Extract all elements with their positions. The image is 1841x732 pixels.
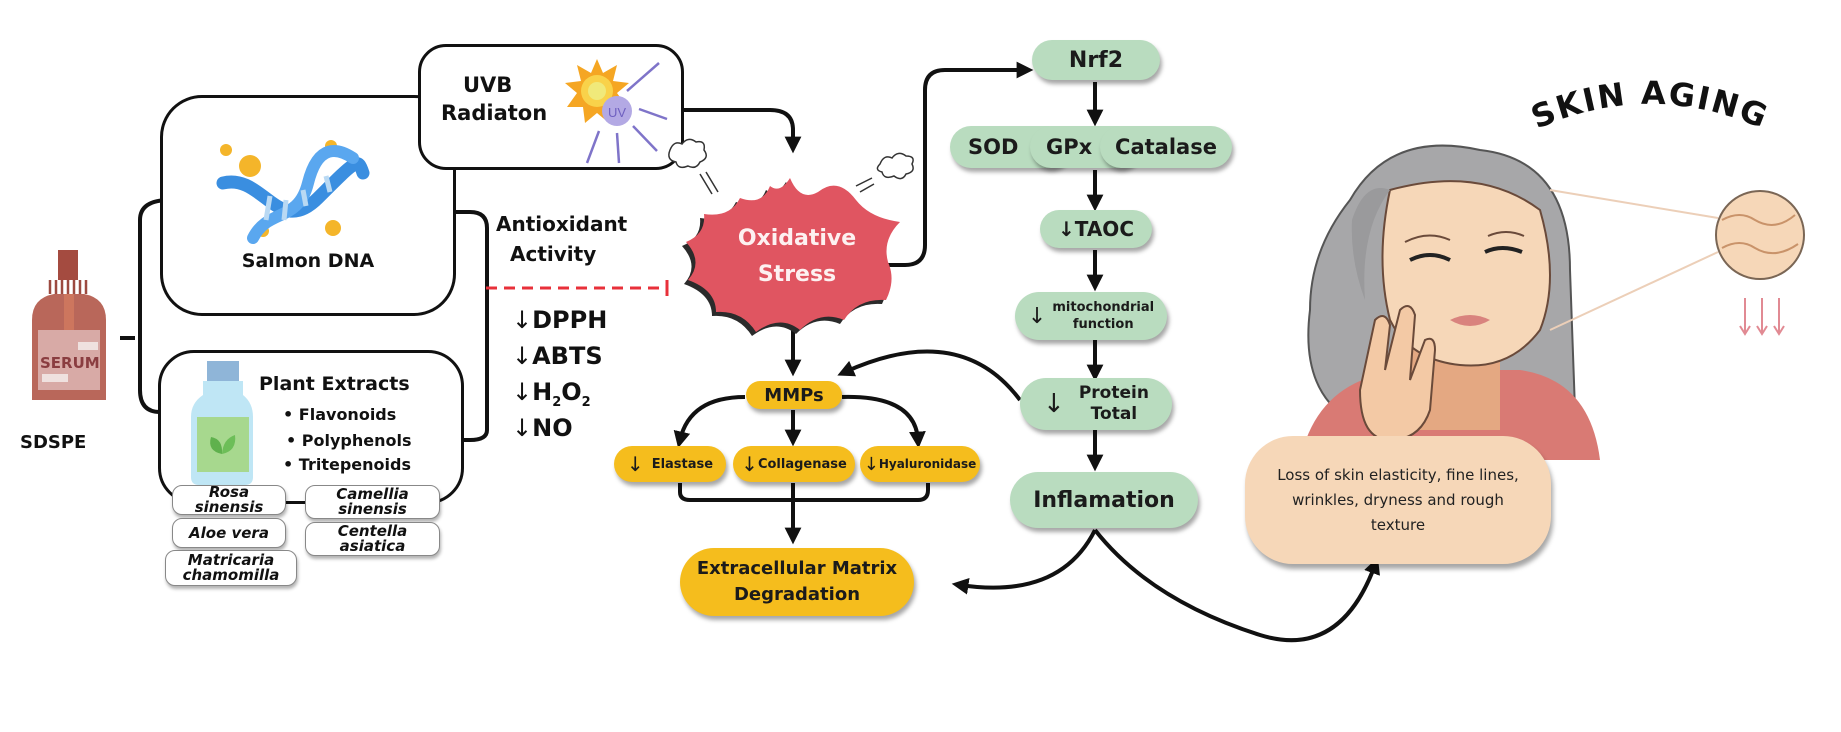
- mmps-to-hyaluronidase-arrow: [841, 394, 926, 449]
- collagenase-node: ↓Collagenase: [733, 446, 855, 482]
- plant-extracts-box: Plant Extracts • Flavonoids • Polyphenol…: [158, 350, 464, 504]
- stress-to-nrf2-arrow: [885, 61, 1034, 267]
- plant-bullet-3: • Tritepenoids: [283, 455, 411, 474]
- smoke-puff-icon: [876, 152, 914, 180]
- ecm-degradation-node: Extracellular Matrix Degradation: [680, 548, 914, 616]
- enzyme-text: Hyaluronidase: [878, 457, 977, 471]
- uvb-label-line1: UVB: [463, 73, 513, 97]
- sdspe-label: SDSPE: [20, 432, 87, 453]
- sagging-arrows-icon: [1739, 298, 1785, 336]
- marker-text: O: [561, 378, 582, 406]
- mmps-node: MMPs: [746, 381, 842, 409]
- oxidative-stress-burst: [668, 138, 914, 336]
- species-camellia-sinensis: Camellia sinensis: [305, 485, 440, 519]
- inflammation-node: Inflamation: [1010, 472, 1198, 528]
- skin-texture-magnifier: [1715, 190, 1805, 280]
- nrf2-node: Nrf2: [1032, 40, 1160, 80]
- skin-aging-description: Loss of skin elasticity, fine lines, wri…: [1277, 465, 1519, 534]
- subscript: 2: [552, 394, 562, 410]
- mmps-to-elastase-arrow: [673, 395, 746, 449]
- salmon-dna-label: Salmon DNA: [241, 250, 375, 272]
- down-arrow-icon: ↓: [512, 414, 533, 442]
- inflammation-to-ecm-arrow: [951, 529, 1097, 595]
- oxidative-stress-line2: Stress: [757, 262, 837, 287]
- protein-line1: Protein: [1078, 383, 1149, 403]
- skin-aging-title-text: SKIN AGING: [1526, 74, 1773, 136]
- motion-lines: [699, 171, 875, 195]
- smoke-puff-icon: [668, 138, 707, 169]
- uvb-arrow: [682, 108, 802, 154]
- marker-text: ABTS: [532, 342, 603, 370]
- bracket-right: [455, 210, 489, 442]
- svg-text:SKIN AGING: SKIN AGING: [1526, 74, 1775, 136]
- skin-aging-title: SKIN AGING: [1526, 74, 1775, 136]
- marker-no: ↓NO: [512, 414, 573, 442]
- subscript: 2: [581, 394, 591, 410]
- marker-text: H: [532, 378, 553, 406]
- marker-abts: ↓ABTS: [512, 342, 603, 370]
- ecm-line2: Degradation: [733, 584, 861, 605]
- down-arrow-icon: ↓: [863, 453, 879, 475]
- mito-text: mitochondrial function: [1052, 299, 1154, 333]
- protein-to-mmps-arrow: [837, 349, 1022, 402]
- plant-bottle-icon: [191, 361, 253, 485]
- dna-icon: [216, 140, 370, 244]
- serum-bottle: SERUM: [14, 240, 124, 400]
- inflammation-to-aging-arrow: [1093, 528, 1380, 643]
- enzyme-text: Collagenase: [757, 456, 847, 472]
- serum-label: SERUM: [40, 354, 100, 372]
- down-arrow-icon: ↓: [1027, 303, 1047, 329]
- plant-bullet-1: • Flavonoids: [283, 405, 397, 424]
- antioxidant-line1: Antioxidant: [496, 212, 628, 236]
- uvb-radiation-box: UVB Radiaton UV: [418, 44, 684, 170]
- ecm-line1: Extracellular Matrix: [696, 558, 898, 579]
- uvb-label-line2: Radiaton: [441, 101, 548, 125]
- sun-uv-icon: UV: [565, 59, 668, 164]
- down-arrow-icon: ↓: [512, 306, 533, 334]
- species-aloe-vera: Aloe vera: [172, 518, 286, 548]
- mito-line1: mitochondrial: [1052, 300, 1155, 315]
- uv-badge: UV: [608, 105, 626, 120]
- taoc-node: ↓TAOC: [1040, 210, 1152, 248]
- down-arrow-icon: ↓: [741, 452, 758, 476]
- bracket-left: [138, 198, 171, 414]
- plant-bullet-2: • Polyphenols: [286, 431, 412, 450]
- species-matricaria-chamomilla: Matricaria chamomilla: [165, 550, 297, 586]
- oxidative-stress-line1: Oxidative: [737, 226, 857, 251]
- species-centella-asiatica: Centella asiatica: [305, 522, 440, 556]
- species-rosa-sinensis: Rosa sinensis: [172, 485, 286, 515]
- down-arrow-icon: ↓: [1043, 389, 1065, 419]
- down-arrow-icon: ↓: [512, 378, 533, 406]
- down-arrow-icon: ↓: [512, 342, 533, 370]
- skin-aging-description-box: Loss of skin elasticity, fine lines, wri…: [1245, 436, 1551, 564]
- marker-text: NO: [532, 414, 573, 442]
- plant-bullet-text: Flavonoids: [298, 405, 397, 424]
- catalase-node: Catalase: [1100, 126, 1232, 168]
- plant-bullet-text: Tritepenoids: [298, 455, 411, 474]
- salmon-dna-box: Salmon DNA: [160, 95, 456, 316]
- protein-line2: Total: [1090, 404, 1138, 424]
- plant-extracts-title: Plant Extracts: [259, 373, 410, 395]
- hyaluronidase-node: ↓Hyaluronidase: [860, 446, 980, 482]
- aging-woman-illustration: [1300, 144, 1805, 460]
- plant-bullet-text: Polyphenols: [301, 431, 412, 450]
- marker-text: DPPH: [532, 306, 608, 334]
- mito-function-node: ↓ mitochondrial function: [1015, 292, 1167, 340]
- marker-dpph: ↓DPPH: [512, 306, 607, 334]
- down-arrow-icon: ↓: [626, 452, 644, 476]
- serum-bottle-icon: [32, 240, 106, 400]
- marker-h2o2: ↓H2O2: [512, 378, 591, 410]
- enzyme-merge-line: [678, 483, 930, 502]
- antioxidant-line2: Activity: [510, 242, 597, 266]
- mito-line2: function: [1072, 317, 1134, 332]
- elastase-node: ↓ Elastase: [614, 446, 726, 482]
- enzyme-text: Elastase: [651, 456, 714, 472]
